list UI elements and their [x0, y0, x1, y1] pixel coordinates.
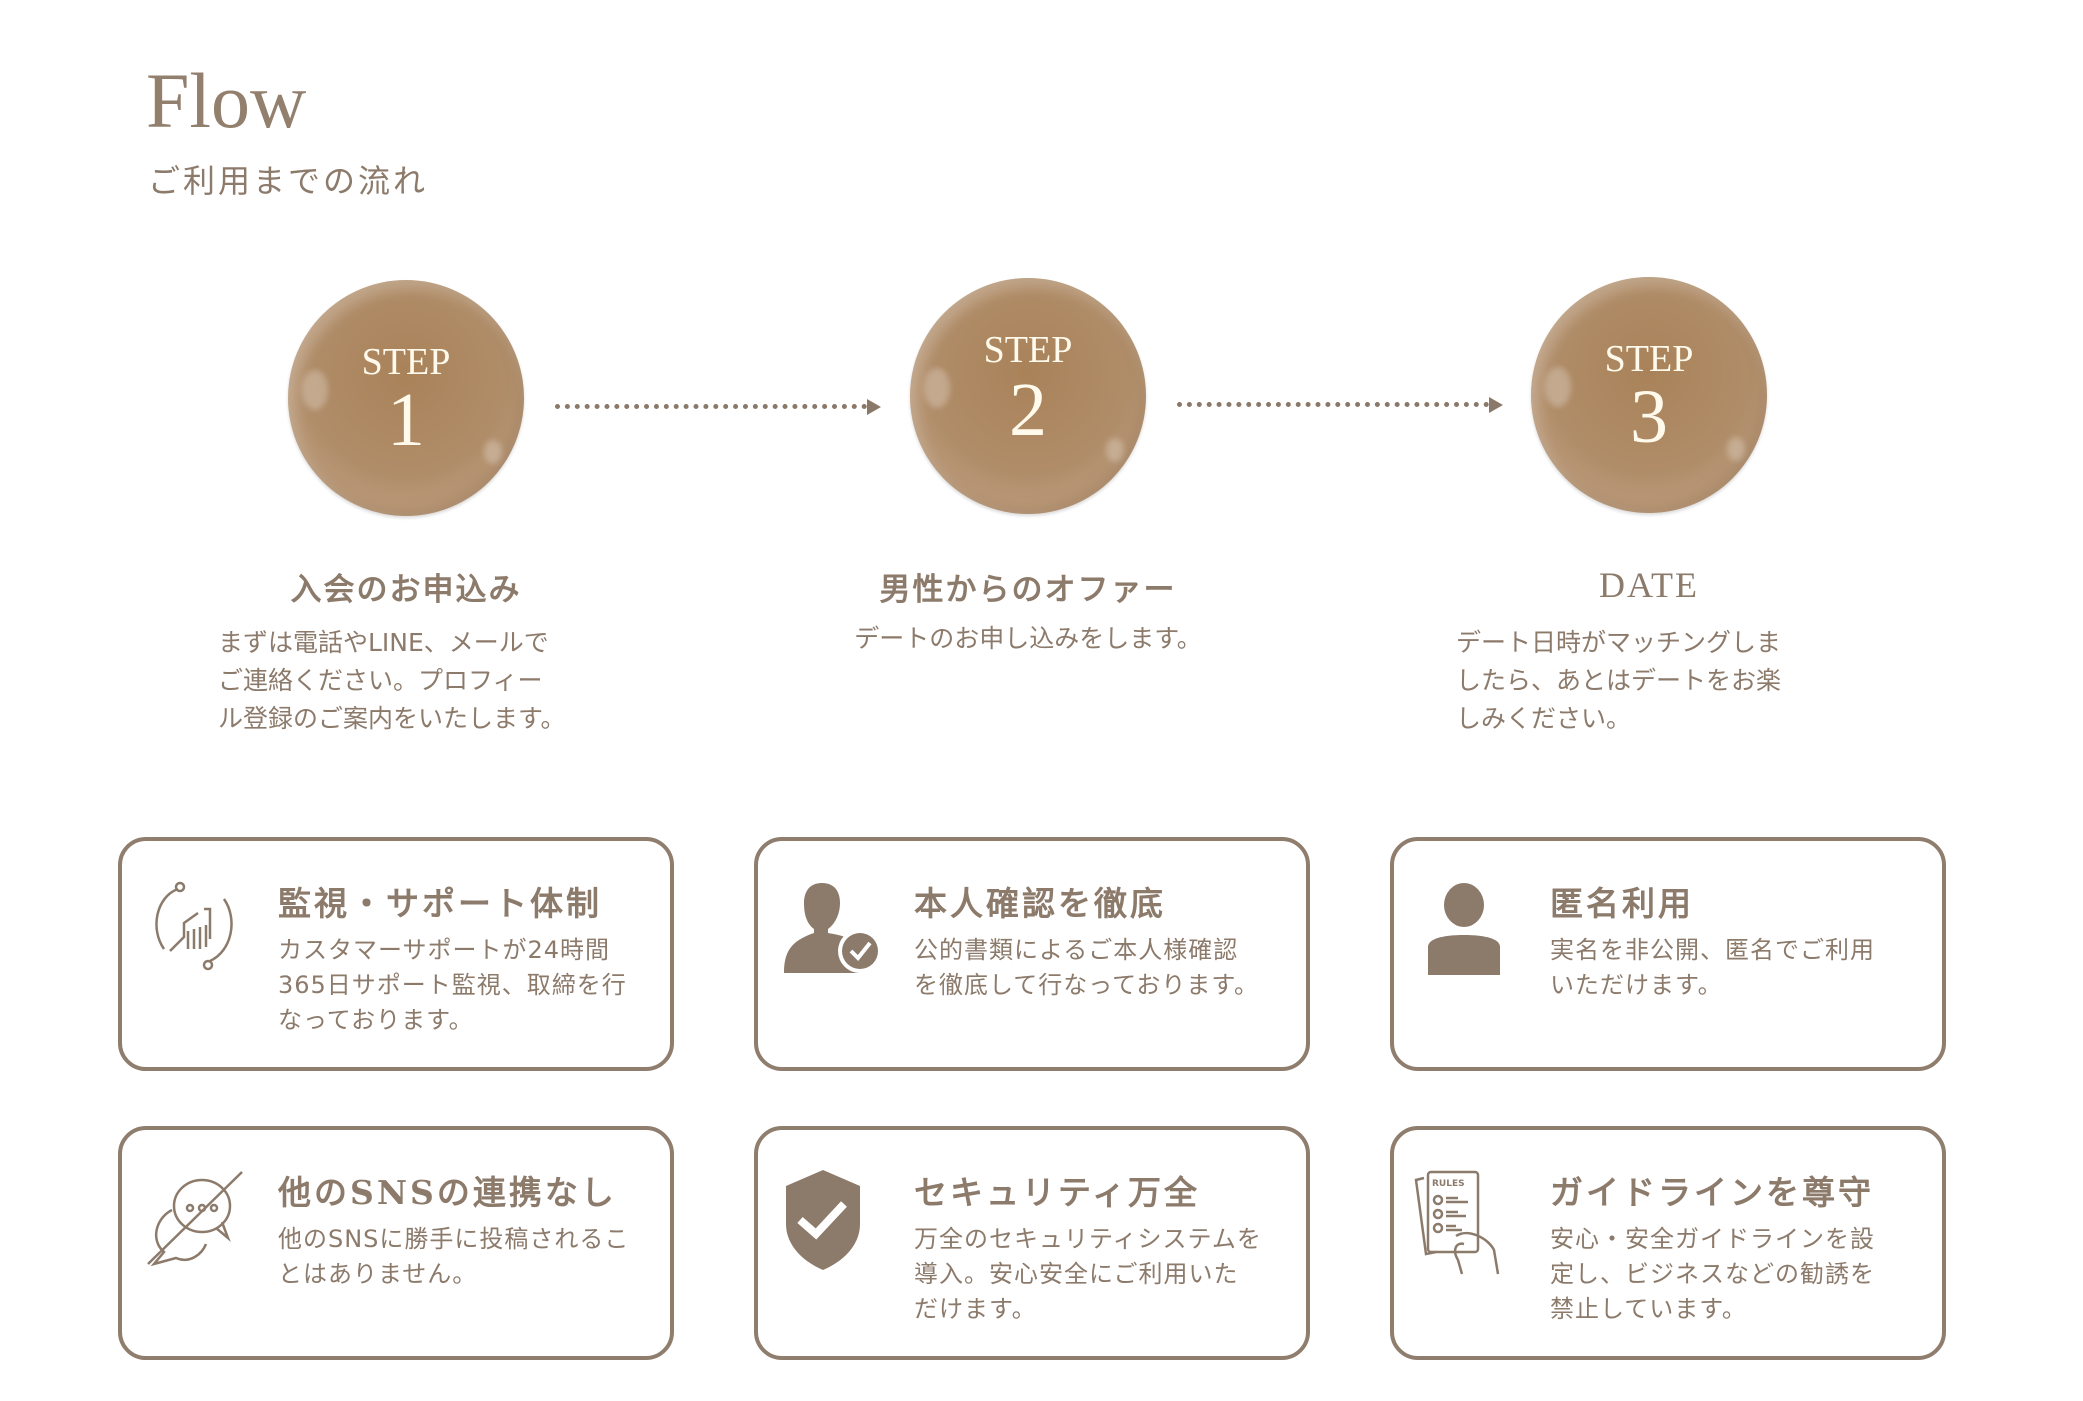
step-1-badge: STEP 1 — [288, 280, 524, 516]
step-3-badge: STEP 3 — [1531, 277, 1767, 513]
step-2-badge: STEP 2 — [910, 278, 1146, 514]
shield-check-icon — [786, 1170, 860, 1270]
feature-card-anonymous: 匿名利用 実名を非公開、匿名でご利用いただけます。 — [1390, 837, 1946, 1071]
page-subtitle: ご利用までの流れ — [148, 162, 429, 200]
step-2-title: 男性からのオファー — [879, 572, 1177, 608]
page-title: Flow — [146, 57, 307, 144]
step-1-description: まずは電話やLINE、メールでご連絡ください。プロフィール登録のご案内をいたしま… — [218, 628, 566, 733]
arrow-right-icon — [555, 399, 881, 415]
user-icon — [1428, 883, 1500, 975]
feature-title: 監視・サポート体制 — [278, 884, 602, 923]
rules-icon: RULES — [1414, 1170, 1500, 1275]
step-label: STEP — [361, 341, 451, 383]
step-number: 2 — [1009, 368, 1047, 452]
feature-description: 他のSNSに勝手に投稿されることはありません。 — [278, 1225, 630, 1288]
feature-description: 万全のセキュリティシステムを導入。安心安全にご利用いただけます。 — [914, 1225, 1262, 1323]
feature-card-no-sns: 他のSNSの連携なし 他のSNSに勝手に投稿されることはありません。 — [118, 1126, 674, 1360]
feature-description: 実名を非公開、匿名でご利用いただけます。 — [1550, 936, 1875, 999]
svg-text:RULES: RULES — [1432, 1179, 1465, 1189]
arrow-right-icon — [1177, 397, 1503, 413]
feature-card-guidelines: RULES ガイドラインを尊守 安心・安全ガイドラインを設定し、ビジネスなどの勧… — [1390, 1126, 1946, 1360]
feature-title: 匿名利用 — [1550, 884, 1694, 923]
user-verified-icon — [784, 883, 882, 973]
feature-title: 本人確認を徹底 — [914, 884, 1166, 923]
step-label: STEP — [1604, 338, 1694, 380]
step-number: 3 — [1630, 375, 1668, 459]
step-3-title: DATE — [1599, 565, 1699, 605]
step-3-description: デート日時がマッチングしましたら、あとはデートをお楽しみください。 — [1456, 628, 1782, 733]
support-hand-icon — [155, 881, 233, 971]
feature-card-security: セキュリティ万全 万全のセキュリティシステムを導入。安心安全にご利用いただけます… — [754, 1126, 1310, 1360]
feature-title: ガイドラインを尊守 — [1550, 1173, 1874, 1212]
feature-description: 公的書類によるご本人様確認を徹底して行なっております。 — [914, 936, 1259, 999]
no-sns-icon — [147, 1171, 243, 1266]
feature-title: 他のSNSの連携なし — [278, 1173, 617, 1212]
feature-card-identity: 本人確認を徹底 公的書類によるご本人様確認を徹底して行なっております。 — [754, 837, 1310, 1071]
step-number: 1 — [387, 378, 425, 462]
step-label: STEP — [983, 329, 1073, 371]
feature-description: 安心・安全ガイドラインを設定し、ビジネスなどの勧誘を禁止しています。 — [1550, 1225, 1875, 1323]
feature-title: セキュリティ万全 — [914, 1173, 1201, 1212]
step-1-title: 入会のお申込み — [290, 572, 522, 608]
step-2-description: デートのお申し込みをします。 — [854, 624, 1202, 653]
